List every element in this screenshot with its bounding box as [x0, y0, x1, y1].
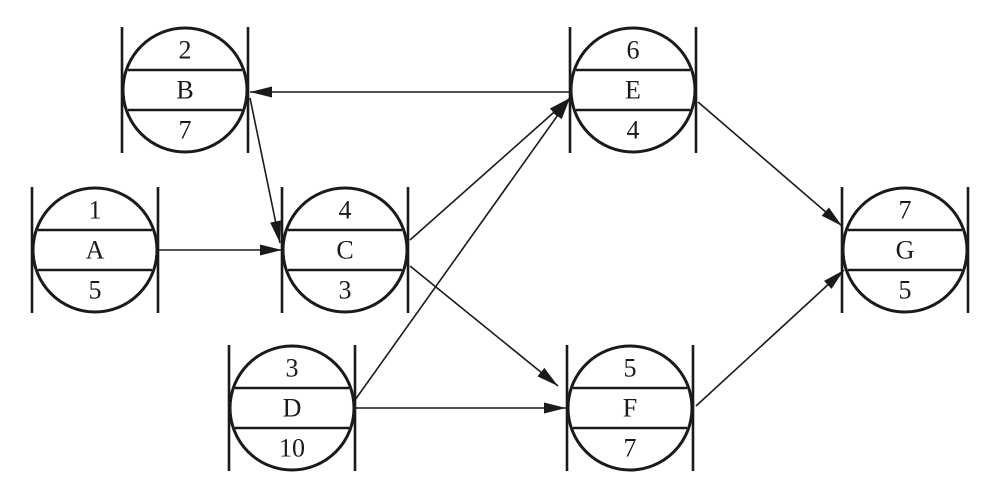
arrowhead [544, 402, 566, 414]
edge-d-e [354, 97, 571, 401]
edge-line [409, 97, 571, 241]
node-bottom-value: 7 [624, 434, 637, 463]
edge-line [697, 101, 843, 227]
edge-line [409, 265, 559, 387]
node-g: 7G 5 [840, 186, 970, 314]
node-label: A [86, 236, 105, 265]
arrowhead [270, 220, 281, 243]
node-bottom-value: 5 [899, 276, 912, 305]
node-background [33, 188, 157, 312]
node-top-value: 1 [89, 196, 102, 225]
arrowhead [250, 86, 272, 98]
arrowhead [537, 367, 558, 386]
edge-line [354, 97, 571, 401]
node-bottom-value: 3 [339, 276, 352, 305]
node-label: F [623, 394, 637, 423]
edge-f-g [695, 269, 845, 407]
edge-line [249, 97, 281, 244]
node-f: 5F 7 [565, 344, 695, 472]
node-top-value: 2 [179, 36, 192, 65]
edge-b-c [249, 97, 281, 244]
node-label: D [283, 394, 302, 423]
arrowhead [260, 244, 282, 256]
node-e: 6E 4 [568, 26, 698, 154]
node-d: 3D 10 [227, 344, 357, 472]
node-b: 2B 7 [120, 26, 250, 154]
node-bottom-value: 4 [627, 116, 640, 145]
node-label: B [176, 76, 193, 105]
edges-layer [157, 86, 845, 414]
node-background [123, 28, 247, 152]
edge-e-b [250, 86, 570, 98]
edge-c-e [409, 97, 571, 241]
node-bottom-value: 7 [179, 116, 192, 145]
node-top-value: 5 [624, 354, 637, 383]
node-background [571, 28, 695, 152]
node-background [568, 346, 692, 470]
edge-line [695, 269, 845, 407]
arrowhead [552, 98, 570, 120]
edge-d-f [355, 402, 566, 414]
node-background [843, 188, 967, 312]
edge-c-f [409, 265, 559, 387]
node-background [230, 346, 354, 470]
node-bottom-value: 5 [89, 276, 102, 305]
node-label: C [336, 236, 353, 265]
node-bottom-value: 10 [279, 434, 305, 463]
arrowhead [821, 207, 842, 226]
node-background [283, 188, 407, 312]
node-label: E [625, 76, 641, 105]
node-label: G [896, 236, 915, 265]
node-a: 1A 5 [30, 186, 160, 314]
node-c: 4C 3 [280, 186, 410, 314]
node-top-value: 4 [339, 196, 352, 225]
node-top-value: 7 [899, 196, 912, 225]
node-top-value: 6 [627, 36, 640, 65]
node-top-value: 3 [286, 354, 299, 383]
edge-a-c [157, 244, 282, 256]
edge-e-g [697, 101, 843, 227]
arrowhead [824, 270, 844, 289]
